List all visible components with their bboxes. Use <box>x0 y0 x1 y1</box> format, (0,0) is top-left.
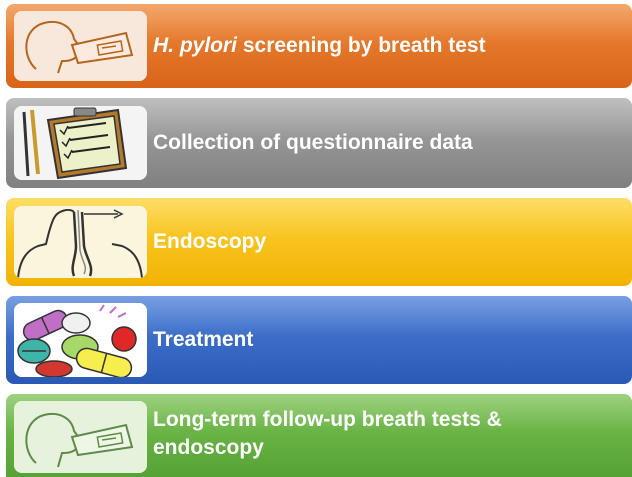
step-label-italic: H. pylori <box>153 34 238 57</box>
step-followup: Long-term follow-up breath tests & endos… <box>6 394 632 477</box>
endoscopy-anatomy-icon <box>14 206 147 278</box>
step-treatment: Treatment <box>6 296 632 384</box>
breath-test-icon <box>14 401 147 473</box>
step-label-rest: screening by breath test <box>237 34 486 57</box>
step-label: Long-term follow-up breath tests & endos… <box>153 406 622 462</box>
step-label: Collection of questionnaire data <box>153 131 473 154</box>
step-label: Endoscopy <box>153 230 267 253</box>
step-label: Treatment <box>153 328 254 351</box>
step-screening: H. pylori screening by breath test <box>6 4 632 88</box>
step-questionnaire: Collection of questionnaire data <box>6 98 632 188</box>
step-label: H. pylori screening by breath test <box>153 4 622 88</box>
pills-icon <box>14 303 147 377</box>
step-endoscopy: Endoscopy <box>6 198 632 286</box>
step-label-line2: endoscopy <box>153 436 264 459</box>
clipboard-questionnaire-icon <box>14 106 147 180</box>
breath-test-icon <box>14 11 147 81</box>
step-label-line1: Long-term follow-up breath tests & <box>153 408 502 431</box>
